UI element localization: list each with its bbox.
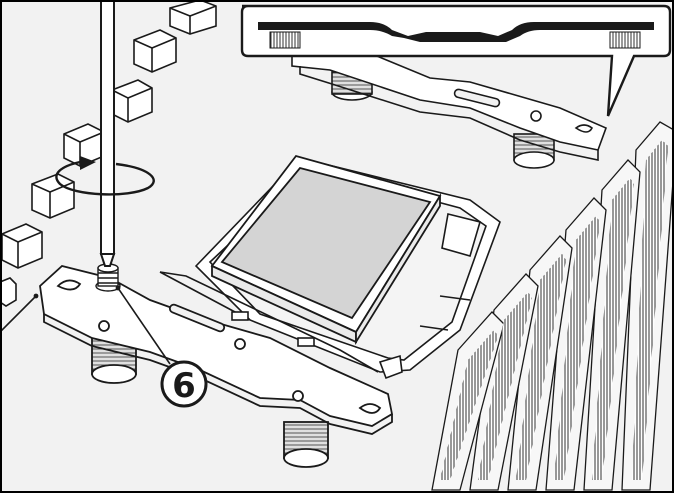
capacitor — [0, 277, 17, 307]
capacitor — [169, 0, 217, 35]
step-marker: 6 — [160, 360, 208, 408]
mounting-bracket-back — [291, 39, 608, 169]
detail-callout — [240, 4, 672, 117]
capacitors — [0, 0, 217, 307]
capacitor — [63, 123, 105, 167]
step-leader — [115, 285, 171, 365]
standoff — [513, 133, 555, 169]
callout-bracket-profile — [258, 22, 654, 49]
screw — [95, 263, 121, 292]
ram-slot-pins — [440, 140, 668, 480]
mounting-bracket-front — [39, 265, 394, 468]
screwdriver — [99, 0, 116, 267]
standoff — [283, 421, 329, 468]
leader-line-left — [0, 293, 39, 333]
capacitor — [133, 29, 177, 73]
clockwise-rotation-arrow — [55, 156, 155, 196]
step-number: 6 — [172, 366, 196, 406]
cpu — [210, 154, 442, 346]
